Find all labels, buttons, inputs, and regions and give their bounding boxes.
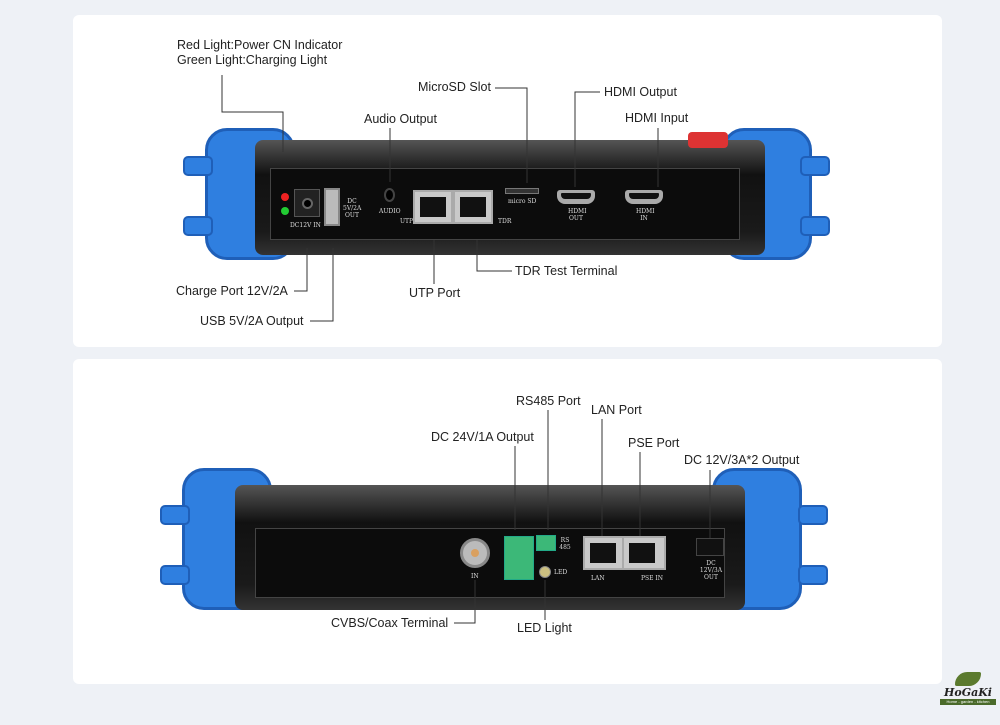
dc24-output-label: DC 24V/1A Output: [431, 430, 534, 444]
pse-port: [622, 536, 666, 570]
dc12-output-label: DC 12V/3A*2 Output: [684, 453, 800, 467]
led-light: [539, 566, 551, 578]
rs485-port-label: RS485 Port: [516, 394, 581, 408]
microsd-slot: [505, 188, 539, 194]
lan-port: [583, 536, 627, 570]
hdmi-output-label: HDMI Output: [604, 85, 677, 99]
red-led: [281, 193, 289, 201]
charge-port-label: Charge Port 12V/2A: [176, 284, 288, 298]
audio-output-label: Audio Output: [364, 112, 437, 126]
lan-port-label: LAN Port: [591, 403, 642, 417]
tdr-port: [453, 190, 493, 224]
top-port-panel: [270, 168, 740, 240]
pse-port-label: PSE Port: [628, 436, 680, 450]
hogaki-logo: HoGaKi Home - garden - kitchen: [940, 672, 996, 705]
green-led: [281, 207, 289, 215]
dc-jack: [294, 189, 320, 217]
usb-port: [324, 188, 340, 226]
microsd-slot-label: MicroSD Slot: [418, 80, 491, 94]
bnc-connector: [460, 538, 490, 568]
hdmi-input-label: HDMI Input: [625, 111, 689, 125]
hdmi-out-port: [557, 190, 595, 204]
hdmi-in-port: [625, 190, 663, 204]
dc24-terminal: [504, 536, 534, 580]
rs485-terminal: [536, 535, 556, 551]
tdr-terminal-label: TDR Test Terminal: [515, 264, 618, 278]
utp-port-label: UTP Port: [409, 286, 461, 300]
usb-output-label: USB 5V/2A Output: [200, 314, 304, 328]
utp-port: [413, 190, 453, 224]
audio-jack: [384, 188, 395, 202]
dc12-output-jack: [696, 538, 724, 556]
led-light-label: LED Light: [517, 621, 572, 635]
cvbs-terminal-label: CVBS/Coax Terminal: [331, 616, 449, 630]
house-leaf-icon: [955, 672, 981, 686]
